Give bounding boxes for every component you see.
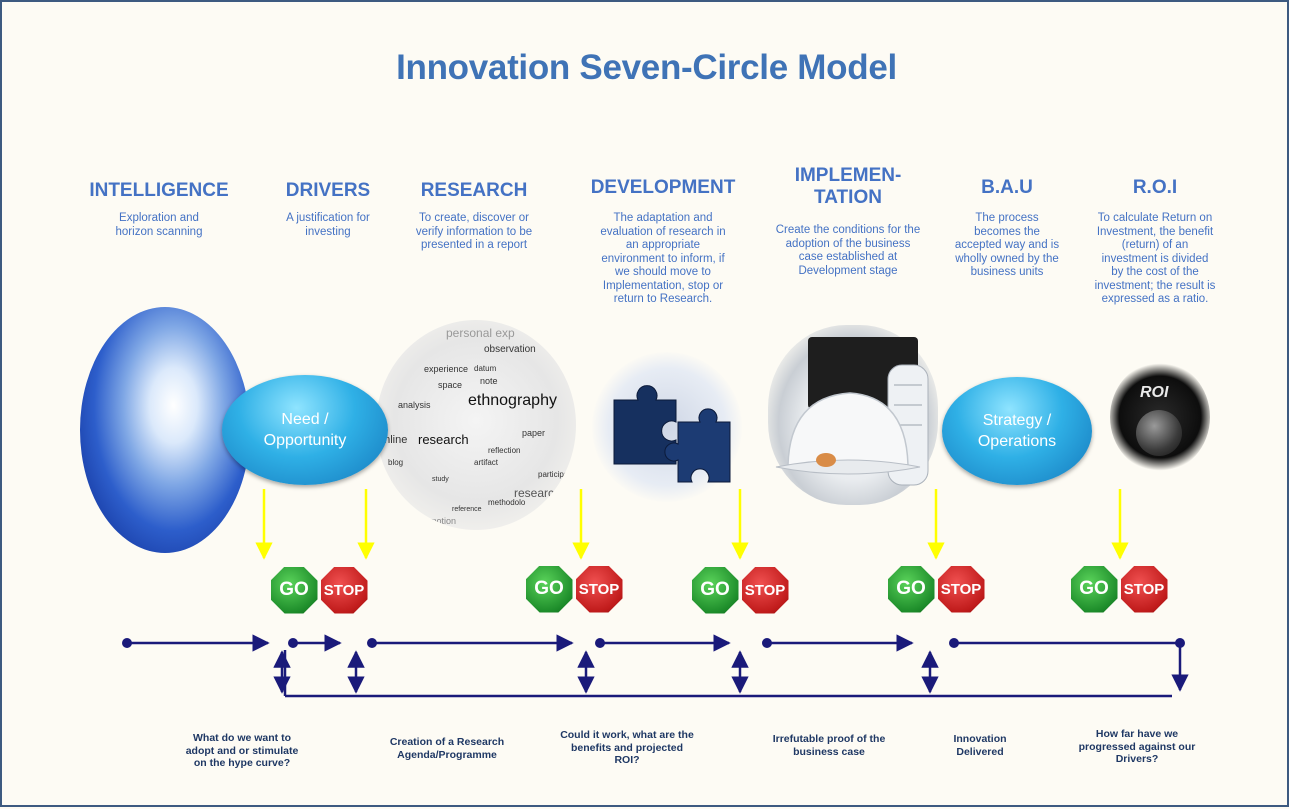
stage-desc-implementation: Create the conditions for the adoption o…: [775, 224, 921, 277]
research-word-cloud-image: personal exp observation experience datu…: [376, 320, 576, 530]
stop-sign: STOP: [320, 566, 368, 614]
word-cloud-term: blog: [388, 458, 404, 467]
word-cloud-term: emotion: [424, 516, 457, 526]
question-implementation: Irrefutable proof of the business case: [772, 733, 886, 758]
go-sign: GO: [887, 565, 935, 613]
timeline-node: [367, 638, 377, 648]
stop-sign: STOP: [937, 565, 985, 613]
word-cloud-term: participa: [538, 470, 569, 479]
word-cloud-term: space: [438, 380, 463, 390]
gate-4: GO STOP: [883, 564, 989, 614]
timeline-node: [122, 638, 132, 648]
gate-1: GO STOP: [266, 565, 372, 615]
gate-5: GO STOP: [1066, 564, 1172, 614]
stop-sign: STOP: [741, 566, 789, 614]
hard-hat-blueprints-image: [768, 325, 938, 505]
timeline-node: [762, 638, 772, 648]
question-research: Creation of a Research Agenda/Programme: [389, 736, 505, 761]
page-title: Innovation Seven-Circle Model: [396, 48, 897, 87]
word-cloud-term: reflection: [488, 446, 521, 455]
word-cloud-term: study: [432, 476, 449, 483]
timeline-node: [1175, 638, 1185, 648]
strategy-operations-bubble: Strategy / Operations: [942, 377, 1092, 485]
dial-knob: [1136, 410, 1182, 456]
go-sign: GO: [270, 566, 318, 614]
word-cloud-term: analysis: [398, 400, 431, 410]
need-opportunity-bubble: Need / Opportunity: [222, 375, 388, 485]
timeline-node: [595, 638, 605, 648]
timeline-node: [949, 638, 959, 648]
word-cloud-term: researc: [514, 486, 555, 500]
gate-2: GO STOP: [521, 564, 627, 614]
sky-clouds-image: [80, 307, 250, 553]
puzzle-pieces-image: [592, 352, 742, 502]
question-development: Could it work, what are the benefits and…: [560, 729, 694, 766]
go-sign: GO: [691, 566, 739, 614]
go-sign: GO: [1070, 565, 1118, 613]
word-cloud-term: reference: [452, 506, 482, 513]
word-cloud-term: ethnography: [468, 392, 557, 409]
stage-desc-research: To create, discover or verify informatio…: [415, 212, 533, 251]
stage-heading-roi: R.O.I: [1132, 177, 1178, 198]
stage-desc-intelligence: Exploration and horizon scanning: [115, 212, 203, 238]
stage-heading-development: DEVELOPMENT: [590, 177, 736, 198]
stop-sign: STOP: [1120, 565, 1168, 613]
stage-heading-research: RESEARCH: [420, 180, 528, 201]
word-cloud-term: observation: [484, 344, 536, 355]
word-cloud-term: datum: [474, 364, 497, 373]
question-bau: Innovation Delivered: [953, 733, 1007, 758]
stage-heading-intelligence: INTELLIGENCE: [89, 180, 229, 201]
stop-sign: STOP: [575, 565, 623, 613]
word-cloud-term: note: [480, 376, 498, 386]
word-cloud-term: artifact: [474, 458, 499, 467]
stage-heading-drivers: DRIVERS: [285, 180, 371, 201]
stage-heading-implementation: IMPLEMEN- TATION: [794, 165, 902, 208]
roi-dial-label: ROI: [1140, 384, 1169, 401]
question-roi: How far have we progressed against our D…: [1078, 728, 1196, 765]
stage-desc-bau: The process becomes the accepted way and…: [954, 212, 1060, 278]
stage-heading-bau: B.A.U: [981, 177, 1033, 198]
stage-desc-drivers: A justification for investing: [286, 212, 370, 238]
stage-desc-roi: To calculate Return on Investment, the b…: [1094, 212, 1216, 305]
go-sign: GO: [525, 565, 573, 613]
gate-3: GO STOP: [687, 565, 793, 615]
word-cloud-term: paper: [522, 428, 546, 438]
word-cloud-term: methodolo: [488, 498, 526, 507]
word-cloud-term: experience: [424, 364, 469, 374]
word-cloud-term: research: [418, 432, 469, 447]
roi-dial-image: ROI: [1110, 362, 1210, 472]
word-cloud-term: personal exp: [446, 326, 515, 340]
stage-desc-development: The adaptation and evaluation of researc…: [600, 212, 726, 305]
question-intelligence: What do we want to adopt and or stimulat…: [185, 732, 299, 769]
timeline-node: [288, 638, 298, 648]
